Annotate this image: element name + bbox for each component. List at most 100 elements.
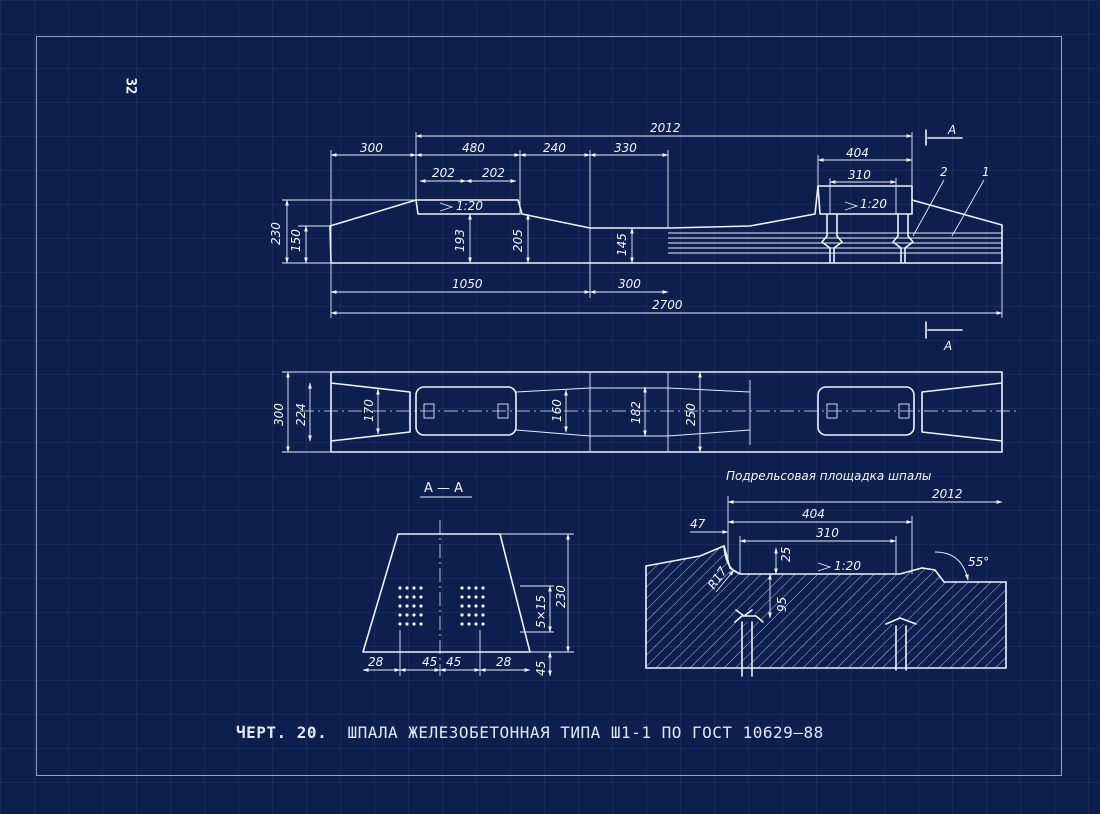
callout-leader-1 (951, 179, 985, 237)
detail-slope-mark (817, 562, 832, 572)
dim-section-mid-a: 45 (422, 655, 437, 669)
section-a-a: А — А 28 45 45 28 230 5×15 45 (362, 481, 574, 677)
plan-outline (330, 371, 1003, 453)
wire-dot (412, 595, 416, 599)
dim-detail-edge: 47 (690, 517, 706, 531)
dim-end-length: 300 (360, 141, 383, 155)
caption-number: ЧЕРТ. 20. (236, 723, 328, 742)
prestress-wires (668, 232, 1002, 254)
wire-dot (405, 595, 409, 599)
drawing-sheet-frame (36, 36, 1062, 776)
section-label-top: A (947, 123, 956, 137)
wire-dot (467, 586, 471, 590)
wire-dot (419, 622, 423, 626)
section-wire-grid (398, 586, 485, 626)
dim-seat-half-a: 202 (432, 166, 455, 180)
detail-title: Подрельсовая площадка шпалы (726, 469, 931, 483)
dim-mid-2: 330 (614, 141, 637, 155)
wire-dot (467, 613, 471, 617)
wire-dot (405, 622, 409, 626)
wire-dot (474, 595, 478, 599)
right-rail-seat (817, 185, 913, 215)
dim-detail-angle: 55° (968, 555, 989, 569)
wire-dot (419, 613, 423, 617)
wire-dot (460, 604, 464, 608)
dim-bottom-half: 1050 (452, 277, 483, 291)
wire-dot (419, 586, 423, 590)
detail-hatched-body (645, 544, 1007, 669)
wire-dot (460, 622, 464, 626)
dim-detail-seat-inner: 310 (816, 526, 839, 540)
wire-dot (412, 613, 416, 617)
wire-dot (412, 586, 416, 590)
section-dimension-lines (362, 533, 574, 677)
dim-right-seat: 404 (846, 146, 869, 160)
left-rail-seat (415, 199, 521, 215)
callout-2: 2 (940, 165, 948, 179)
dim-mid-height: 205 (511, 229, 525, 252)
wire-dot (481, 595, 485, 599)
wire-dot (467, 604, 471, 608)
detail-dimension-lines (690, 496, 1003, 619)
wire-dot (481, 622, 485, 626)
wire-dot (398, 613, 402, 617)
figure-caption: ЧЕРТ. 20. ШПАЛА ЖЕЛЕЗОБЕТОННАЯ ТИПА Ш1-1… (236, 723, 824, 742)
rail-seat-detail: Подрельсовая площадка шпалы (645, 469, 1007, 677)
dim-end-height: 150 (289, 229, 303, 252)
wire-dot (460, 595, 464, 599)
side-dimension-lines (285, 134, 1003, 315)
dim-mid-1: 240 (543, 141, 566, 155)
side-view: 2012 300 480 240 330 202 202 1:20 404 31… (269, 121, 1003, 353)
dim-plan-inner-width: 224 (294, 403, 308, 426)
wire-dot (398, 595, 402, 599)
embedded-anchors (821, 213, 914, 263)
dim-section-right: 28 (496, 655, 512, 669)
dim-section-mid-b: 45 (446, 655, 461, 669)
wire-dot (398, 604, 402, 608)
caption-title: ШПАЛА ЖЕЛЕЗОБЕТОННАЯ ТИПА Ш1-1 ПО ГОСТ 1… (347, 723, 824, 742)
slope-mark (844, 201, 859, 211)
wire-dot (419, 604, 423, 608)
detail-anchors (734, 609, 917, 677)
section-mark-a (925, 129, 963, 339)
wire-dot (460, 586, 464, 590)
dim-slope: 1:20 (456, 199, 483, 213)
plan-taper-right (921, 382, 1003, 442)
dim-seat-height: 193 (453, 229, 467, 252)
dim-section-wires: 5×15 (534, 595, 548, 628)
wire-dot (474, 622, 478, 626)
detail-radius-edge (723, 545, 743, 575)
wire-dot (419, 595, 423, 599)
dim-total-height: 230 (269, 222, 283, 245)
wire-dot (405, 604, 409, 608)
wire-dot (481, 604, 485, 608)
dim-seat-length: 480 (462, 141, 485, 155)
wire-dot (467, 622, 471, 626)
wire-dot (405, 613, 409, 617)
wire-dot (460, 613, 464, 617)
dim-right-seat-inner: 310 (848, 168, 871, 182)
wire-dot (398, 622, 402, 626)
dim-plan-mid-width: 160 (550, 399, 564, 422)
callout-1: 1 (982, 165, 990, 179)
wire-dot (405, 586, 409, 590)
side-extension-lines (282, 132, 1003, 318)
dim-right-slope: 1:20 (860, 197, 887, 211)
plan-view: 300 224 170 160 182 250 (272, 371, 1020, 453)
wire-dot (481, 586, 485, 590)
dim-detail-seat: 404 (802, 507, 825, 521)
plan-taper-left (330, 382, 411, 442)
plan-bolt-holes (423, 403, 910, 419)
dim-detail-anchor: 95 (775, 597, 789, 612)
wire-dot (474, 586, 478, 590)
dim-total-top: 2012 (650, 121, 681, 135)
section-a-a-title: А — А (424, 481, 463, 496)
dim-seat-half-b: 202 (482, 166, 505, 180)
dim-plan-outer-width: 300 (272, 403, 286, 426)
dim-plan-center-outer: 250 (684, 403, 698, 426)
slope-mark (439, 202, 454, 212)
dim-plan-seat-width: 170 (362, 399, 376, 422)
wire-dot (412, 622, 416, 626)
section-outline (362, 533, 531, 653)
plan-dimension-lines (282, 371, 702, 453)
